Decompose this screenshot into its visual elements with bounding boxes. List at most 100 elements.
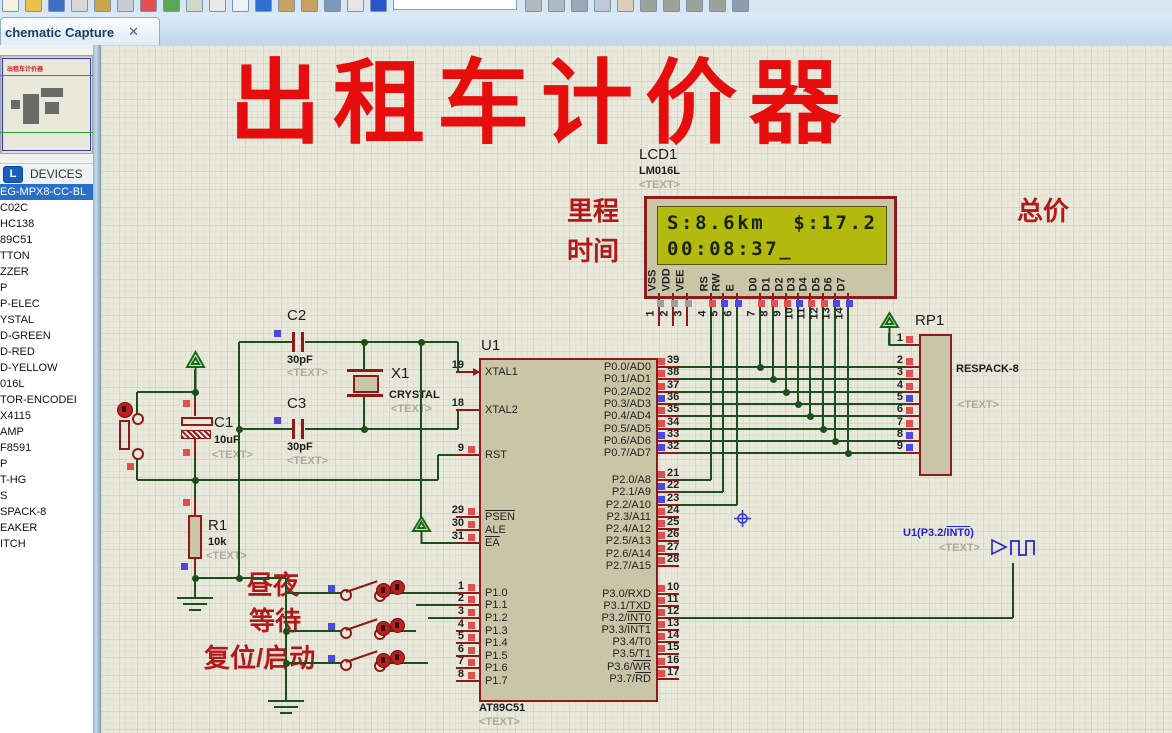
open-file-icon[interactable] <box>25 0 42 12</box>
block-move-icon[interactable] <box>663 0 680 12</box>
zoom-all-icon[interactable] <box>324 0 341 12</box>
redo-icon[interactable] <box>548 0 565 12</box>
device-item[interactable]: 016L <box>0 378 25 390</box>
device-item[interactable]: D-YELLOW <box>0 362 58 374</box>
device-item[interactable]: T-HG <box>0 474 27 486</box>
switch-toggle-icon[interactable] <box>376 583 391 598</box>
wire-segment[interactable] <box>679 403 906 405</box>
wire-segment[interactable] <box>285 578 287 700</box>
save-file-icon[interactable] <box>48 0 65 12</box>
refresh-icon[interactable] <box>163 0 180 12</box>
wire-segment[interactable] <box>363 397 365 429</box>
device-item[interactable]: TOR-ENCODEI <box>0 394 77 406</box>
device-item[interactable]: D-GREEN <box>0 330 51 342</box>
wire-segment[interactable] <box>722 306 724 492</box>
device-item[interactable]: HC138 <box>0 218 35 230</box>
device-item[interactable]: P <box>0 282 8 294</box>
device-item[interactable]: S <box>0 490 8 502</box>
device-item[interactable]: SPACK-8 <box>0 506 47 518</box>
mcu-body[interactable] <box>479 358 658 702</box>
wire-segment[interactable] <box>822 306 824 429</box>
wire-segment[interactable] <box>888 333 890 345</box>
tab-schematic-capture[interactable]: chematic Capture ✕ <box>0 17 160 46</box>
button-state-icon[interactable] <box>117 402 133 418</box>
device-item[interactable]: EG-MPX8-CC-BL <box>0 184 93 200</box>
wire-segment[interactable] <box>679 491 723 493</box>
device-item[interactable]: ITCH <box>0 538 26 550</box>
wire-segment[interactable] <box>679 378 906 380</box>
switch-toggle-icon[interactable] <box>376 621 391 636</box>
wire-segment[interactable] <box>420 342 422 518</box>
tab-close-icon[interactable]: ✕ <box>128 24 139 39</box>
wire-segment[interactable] <box>136 392 138 417</box>
switch-toggle-icon[interactable] <box>390 650 405 665</box>
wire-segment[interactable] <box>797 306 799 404</box>
zoom-in-icon[interactable] <box>278 0 295 12</box>
wire-segment[interactable] <box>834 306 836 441</box>
wire-segment[interactable] <box>416 604 457 606</box>
help-icon[interactable] <box>370 0 387 12</box>
switch-toggle-icon[interactable] <box>390 580 405 595</box>
print-icon[interactable] <box>117 0 134 12</box>
wire-segment[interactable] <box>710 306 712 480</box>
wire-segment[interactable] <box>238 342 240 578</box>
wire-segment[interactable] <box>847 306 849 453</box>
wire-segment[interactable] <box>137 479 438 481</box>
schematic-canvas[interactable]: 出租车计价器 里程 时间 总价 昼夜 等待 复位/启动 LCD1 LM016L … <box>100 45 1172 733</box>
wire-segment[interactable] <box>286 592 342 594</box>
import-icon[interactable] <box>71 0 88 12</box>
wire-segment[interactable] <box>194 593 196 597</box>
device-item[interactable]: P-ELEC <box>0 298 40 310</box>
wire-segment[interactable] <box>679 617 1013 619</box>
wire-segment[interactable] <box>1012 563 1014 618</box>
library-button[interactable]: L <box>3 166 23 183</box>
wire-segment[interactable] <box>679 428 906 430</box>
mark-output-icon[interactable] <box>140 0 157 12</box>
wire-segment[interactable] <box>428 617 457 619</box>
wire-segment[interactable] <box>457 410 459 429</box>
wire-segment[interactable] <box>679 452 906 454</box>
device-item[interactable]: EAKER <box>0 522 38 534</box>
respack-body[interactable] <box>919 334 952 476</box>
export-icon[interactable] <box>94 0 111 12</box>
wire-segment[interactable] <box>194 578 196 596</box>
block-rotate-icon[interactable] <box>686 0 703 12</box>
wire-segment[interactable] <box>363 342 365 371</box>
device-item[interactable]: F8591 <box>0 442 32 454</box>
pick-parts-icon[interactable] <box>732 0 749 12</box>
overview-minimap[interactable]: 出租车计价器 <box>0 55 96 154</box>
wire-segment[interactable] <box>421 542 457 544</box>
resistor-body[interactable] <box>188 515 202 559</box>
switch-arm[interactable] <box>345 580 378 593</box>
zoom-area-icon[interactable] <box>347 0 364 12</box>
wire-segment[interactable] <box>809 306 811 416</box>
wire-segment[interactable] <box>679 479 711 481</box>
wire-segment[interactable] <box>438 454 457 456</box>
wire-segment[interactable] <box>736 306 738 505</box>
switch-toggle-icon[interactable] <box>376 653 391 668</box>
wire-segment[interactable] <box>137 391 195 393</box>
wire-segment[interactable] <box>286 662 342 664</box>
cut-icon[interactable] <box>571 0 588 12</box>
command-input[interactable] <box>393 0 517 10</box>
wire-segment[interactable] <box>679 504 737 506</box>
crystal-body[interactable] <box>353 375 379 393</box>
pulse-generator-icon[interactable] <box>989 534 1045 562</box>
wire-segment[interactable] <box>437 455 439 480</box>
device-item[interactable]: AMP <box>0 426 24 438</box>
wire-segment[interactable] <box>785 306 787 392</box>
device-item[interactable]: TTON <box>0 250 30 262</box>
wire-segment[interactable] <box>285 696 287 700</box>
wire-segment[interactable] <box>136 455 138 480</box>
device-item[interactable]: C02C <box>0 202 29 214</box>
panel-splitter[interactable] <box>93 45 100 733</box>
undo-icon[interactable] <box>525 0 542 12</box>
wire-segment[interactable] <box>679 366 906 368</box>
switch-arm[interactable] <box>345 618 378 631</box>
wire-segment[interactable] <box>679 415 906 417</box>
copy-icon[interactable] <box>594 0 611 12</box>
wire-segment[interactable] <box>380 662 428 664</box>
wire-segment[interactable] <box>679 391 906 393</box>
block-copy-icon[interactable] <box>640 0 657 12</box>
